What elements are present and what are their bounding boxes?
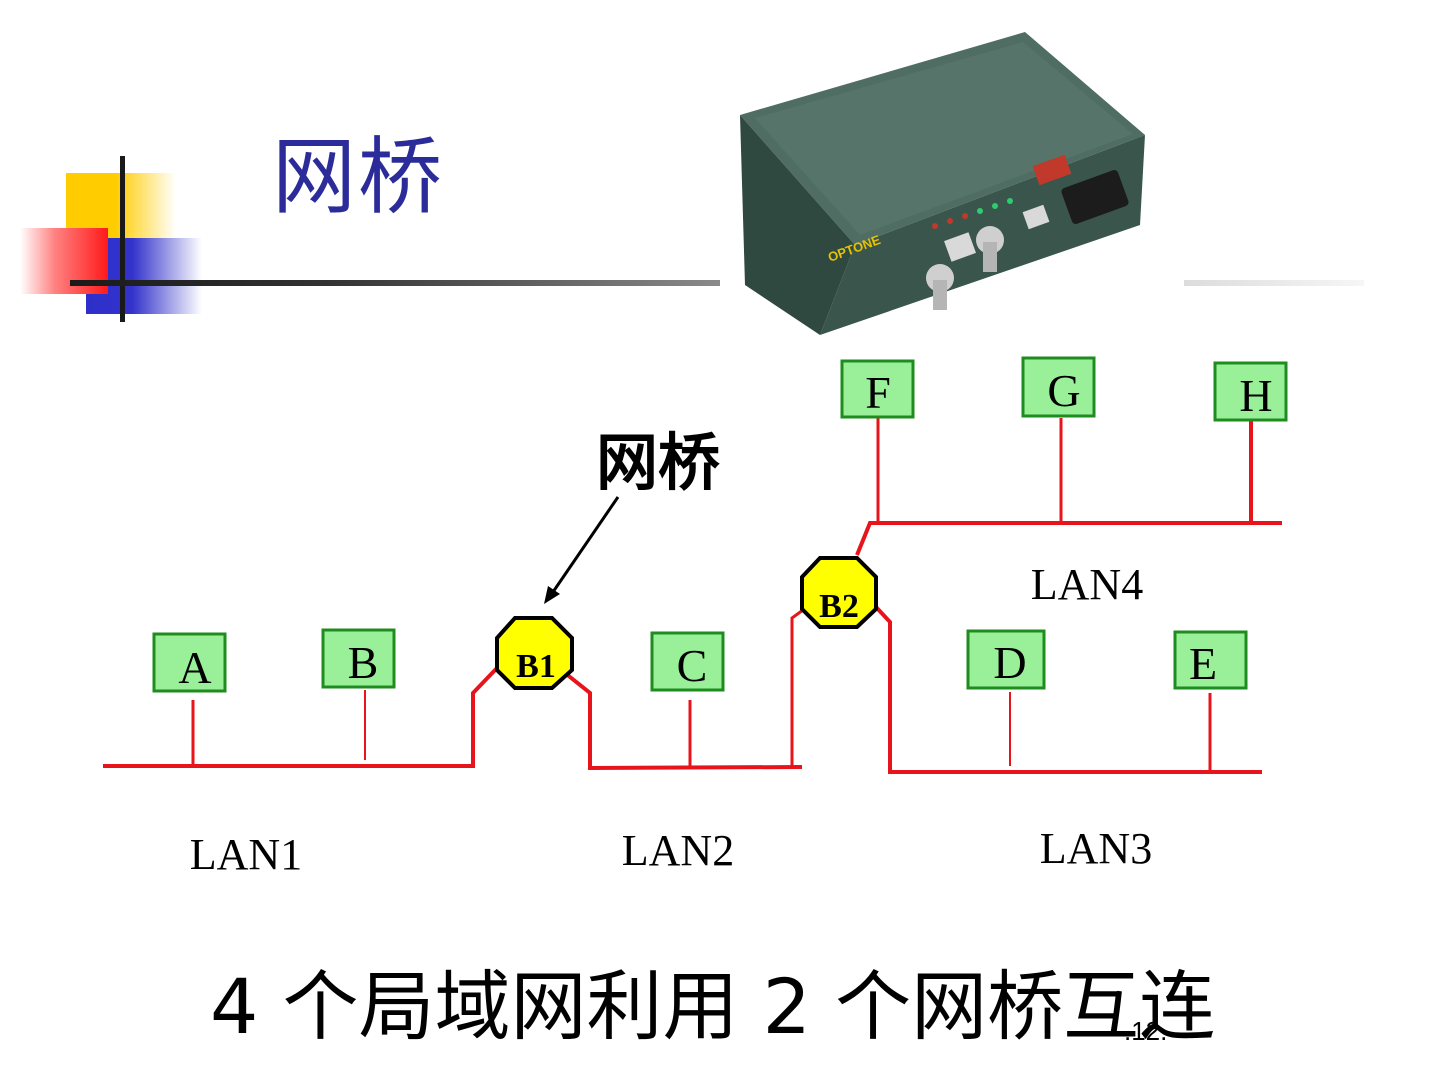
node-box-b xyxy=(321,628,396,689)
node-box-g xyxy=(1021,356,1096,418)
lan2-bus xyxy=(563,671,803,771)
node-label-d: D xyxy=(993,637,1026,688)
lan3-bus xyxy=(874,605,1262,774)
wire-lan1-b1 xyxy=(471,666,499,766)
node-box-c xyxy=(650,631,725,692)
node-label-f: F xyxy=(865,367,891,418)
lan1-label: LAN1 xyxy=(190,830,302,879)
node-box-a xyxy=(152,632,227,693)
lan-wires xyxy=(103,418,1282,774)
title-underline-fade xyxy=(1184,280,1364,286)
page-number: .12. xyxy=(1124,1016,1168,1046)
lan2-label: LAN2 xyxy=(622,826,734,875)
node-label-a: A xyxy=(178,642,211,693)
callout-arrowhead xyxy=(544,586,560,604)
callout-arrow-line xyxy=(551,496,620,593)
lan4-label: LAN4 xyxy=(1031,560,1143,609)
slide-title: 网桥 xyxy=(272,128,445,226)
lan3-label: LAN3 xyxy=(1040,824,1152,873)
node-label-b: B xyxy=(348,637,379,688)
decor-vertical-bar xyxy=(120,156,125,322)
node-label-g: G xyxy=(1047,365,1080,416)
bridge-b1-shape xyxy=(495,616,574,690)
title-underline xyxy=(70,280,720,286)
bridge-device-image: OPTONE xyxy=(740,32,1145,335)
node-box-e xyxy=(1173,630,1248,690)
node-box-h xyxy=(1213,361,1288,422)
node-box-f xyxy=(840,359,915,419)
node-label-c: C xyxy=(677,640,708,691)
wire-lan2-b2 xyxy=(790,608,804,766)
slide-caption: 4 个局域网利用 2 个网桥互连 xyxy=(210,962,1216,1051)
lan4-bus xyxy=(855,521,1282,556)
node-label-h: H xyxy=(1239,370,1272,421)
bridge-b2-label: B2 xyxy=(819,588,859,625)
bridge-b2-shape xyxy=(800,556,878,629)
bridge-b1-label: B1 xyxy=(516,648,556,685)
node-label-e: E xyxy=(1189,638,1217,689)
node-box-d xyxy=(966,629,1046,690)
bridge-callout: 网桥 xyxy=(596,426,721,499)
